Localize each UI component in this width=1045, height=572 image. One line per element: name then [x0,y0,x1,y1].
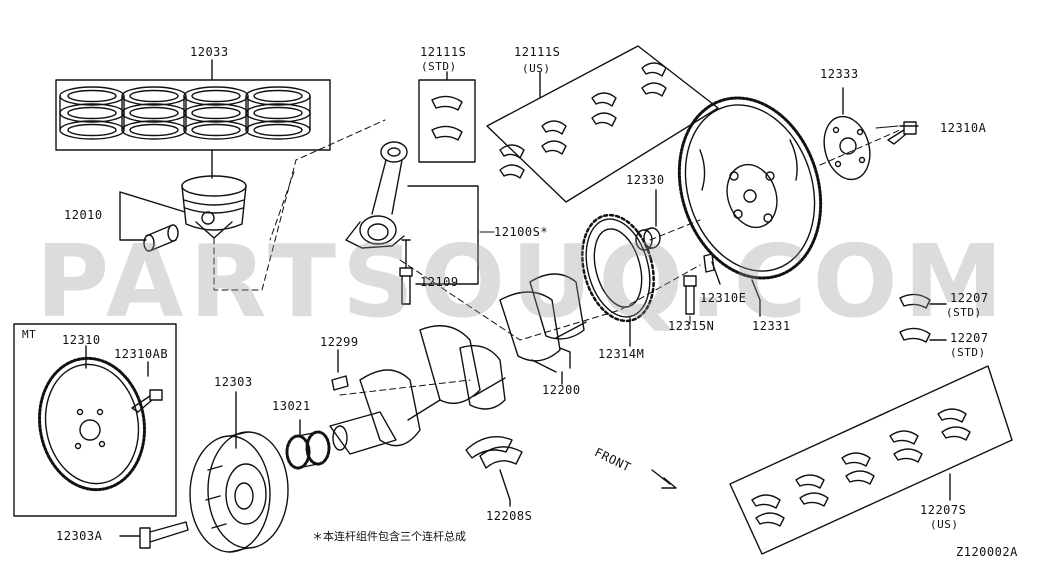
label-12207-a[interactable]: 12207 [950,291,989,305]
conrod-bearing-std-box [418,71,476,163]
main-bearing-std [465,436,523,507]
label-13021[interactable]: 13021 [272,399,311,413]
crankshaft [329,273,587,455]
label-12111s-std[interactable]: 12111S [420,45,467,59]
drawing-code: Z120002A [956,545,1018,559]
label-12207-a-note: (STD) [946,306,982,319]
label-12207s[interactable]: 12207S [920,503,967,517]
label-12010[interactable]: 12010 [64,208,103,222]
label-12315n[interactable]: 12315N [668,319,715,333]
leader-lines [415,125,899,325]
label-12111s-us[interactable]: 12111S [514,45,561,59]
label-12310a[interactable]: 12310A [940,121,987,135]
label-12109[interactable]: 12109 [420,275,459,289]
main-bearing-us-box [729,365,1013,555]
label-12207-b[interactable]: 12207 [950,331,989,345]
label-12310e[interactable]: 12310E [700,291,747,305]
label-12033[interactable]: 12033 [190,45,229,59]
label-12100s[interactable]: 12100S* [494,225,549,239]
label-12111s-std-note: (STD) [421,60,457,73]
label-12208s[interactable]: 12208S [486,509,533,523]
plate-bolts [683,253,721,315]
label-12111s-us-note: (US) [522,62,551,75]
pulley [189,391,289,553]
mt-flywheel-box [13,323,177,517]
label-12310[interactable]: 12310 [62,333,101,347]
label-12330[interactable]: 12330 [626,173,665,187]
conrod-bearing-us-box [486,45,719,203]
thrust-bearings [899,293,947,343]
label-12207-b-note: (STD) [950,346,986,359]
front-arrow-icon [651,469,677,489]
flywheel-plate [823,87,919,181]
piston-ring-set [55,59,331,151]
connecting-rod [345,141,479,305]
label-12200[interactable]: 12200 [542,383,581,397]
label-12207s-note: (US) [930,518,959,531]
label-12331[interactable]: 12331 [752,319,791,333]
key [331,349,349,391]
piston [119,149,247,252]
label-12299[interactable]: 12299 [320,335,359,349]
label-12333[interactable]: 12333 [820,67,859,81]
label-12314m[interactable]: 12314M [598,347,645,361]
label-12303a[interactable]: 12303A [56,529,103,543]
drive-plate [677,96,823,317]
mt-label: MT [22,328,37,341]
label-12310ab[interactable]: 12310AB [114,347,169,361]
conrod-note: ＊本连杆组件包含三个连杆总成 [312,530,466,543]
signal-plate [581,213,655,347]
pulley-bolt [119,521,189,549]
sprocket [285,419,331,470]
label-12303[interactable]: 12303 [214,375,253,389]
